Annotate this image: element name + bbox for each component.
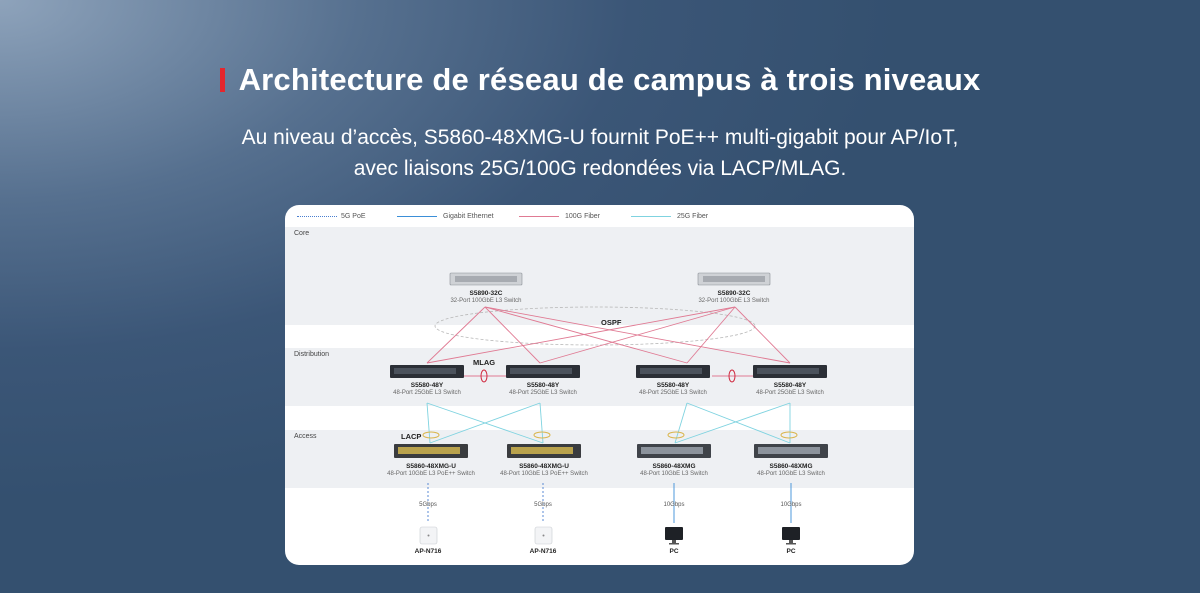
core-band bbox=[285, 227, 914, 325]
topology-svg bbox=[390, 272, 828, 545]
core-distribution-links bbox=[426, 306, 791, 377]
distribution-switch-icon bbox=[753, 365, 827, 378]
legend-label-25g: 25G Fiber bbox=[677, 213, 709, 220]
core-switch-name: S5890-32C bbox=[717, 290, 751, 297]
core-switch-name: S5890-32C bbox=[469, 290, 503, 297]
link-speed-label: 5Gbps bbox=[419, 502, 437, 508]
title-accent-bar bbox=[219, 68, 225, 92]
distribution-switch-desc: 48-Port 25GbE L3 Switch bbox=[509, 390, 577, 396]
lacp-ring-4 bbox=[780, 431, 798, 439]
ospf-label: OSPF bbox=[601, 318, 622, 327]
lacp-label: LACP bbox=[401, 432, 422, 441]
distribution-switch-icon bbox=[636, 365, 710, 378]
link-dist1-acc1 bbox=[426, 402, 431, 444]
access-switch-desc: 48-Port 10GbE L3 Switch bbox=[640, 471, 708, 477]
access-switch-name: S5860-48XMG-U bbox=[406, 463, 456, 470]
distribution-switch-desc: 48-Port 25GbE L3 Switch bbox=[639, 390, 707, 396]
page-title: Architecture de réseau de campus à trois… bbox=[238, 62, 981, 97]
title-wrap: Architecture de réseau de campus à trois… bbox=[219, 62, 981, 98]
core-switch-desc: 32-Port 100GbE L3 Switch bbox=[698, 298, 770, 304]
link-core2-dist4 bbox=[734, 306, 791, 364]
distribution-switch-desc: 48-Port 25GbE L3 Switch bbox=[756, 390, 824, 396]
access-switch-desc: 48-Port 10GbE L3 PoE++ Switch bbox=[387, 471, 475, 477]
access-point-icon bbox=[419, 526, 438, 545]
distribution-switch-name: S5580-48Y bbox=[526, 382, 560, 389]
access-switch-name: S5860-48XMG bbox=[769, 463, 813, 470]
access-switch-desc: 48-Port 10GbE L3 Switch bbox=[757, 471, 825, 477]
legend-line-25g bbox=[631, 216, 671, 217]
link-core1-dist1 bbox=[426, 306, 486, 364]
headline: Architecture de réseau de campus à trois… bbox=[0, 62, 1200, 98]
distribution-switch-name: S5580-48Y bbox=[410, 382, 444, 389]
core-switch-desc: 32-Port 100GbE L3 Switch bbox=[450, 298, 522, 304]
lacp-ring-1 bbox=[422, 431, 440, 439]
mlag-label: MLAG bbox=[473, 358, 496, 367]
monitor-icon bbox=[782, 527, 800, 545]
layer-label-core: Core bbox=[294, 230, 310, 237]
access-switch-desc: 48-Port 10GbE L3 PoE++ Switch bbox=[500, 471, 588, 477]
distribution-switch-icon bbox=[390, 365, 464, 378]
endpoint-name: PC bbox=[669, 548, 679, 555]
access-switch-icon bbox=[637, 444, 711, 458]
link-dist3-acc3 bbox=[674, 402, 688, 444]
distribution-access-links bbox=[426, 402, 791, 444]
core-switch-icon bbox=[449, 272, 523, 286]
access-switch-icon bbox=[507, 444, 581, 458]
lacp-bundles bbox=[422, 431, 798, 439]
lacp-ring-3 bbox=[667, 431, 685, 439]
access-switch-name: S5860-48XMG bbox=[652, 463, 696, 470]
link-core1-dist3 bbox=[484, 306, 688, 364]
legend-label-100g: 100G Fiber bbox=[565, 213, 601, 220]
link-core2-dist3 bbox=[686, 306, 736, 364]
legend-label-5g-poe: 5G PoE bbox=[341, 213, 366, 220]
subtitle-line-1: Au niveau d’accès, S5860-48XMG-U fournit… bbox=[241, 126, 959, 149]
link-speed-label: 10Gbps bbox=[663, 502, 685, 508]
link-core1-dist2 bbox=[484, 306, 541, 364]
lacp-ring-2 bbox=[533, 431, 551, 439]
link-speed-label: 5Gbps bbox=[534, 502, 552, 508]
access-switch-icon bbox=[394, 444, 468, 458]
endpoint-name: AP-N716 bbox=[414, 548, 442, 555]
link-core2-dist1 bbox=[426, 306, 736, 364]
link-dist3-acc4 bbox=[686, 402, 791, 444]
mlag-loop-left bbox=[480, 369, 488, 383]
endpoint-name: PC bbox=[786, 548, 796, 555]
legend-line-gigabit bbox=[397, 216, 437, 217]
link-dist2-acc2 bbox=[539, 402, 544, 444]
link-core2-dist2 bbox=[539, 306, 736, 364]
access-switch-icon bbox=[754, 444, 828, 458]
network-diagram-card: Core Distribution Access 5G PoE Gigabit … bbox=[285, 205, 914, 565]
endpoint-name: AP-N716 bbox=[529, 548, 557, 555]
access-band bbox=[285, 430, 914, 488]
distribution-switch-desc: 48-Port 25GbE L3 Switch bbox=[393, 390, 461, 396]
link-dist2-acc1 bbox=[429, 402, 541, 444]
access-endpoint-links bbox=[427, 483, 792, 523]
legend-line-5g-poe bbox=[297, 216, 337, 217]
ospf-ellipse bbox=[434, 306, 756, 346]
layer-label-distribution: Distribution bbox=[294, 351, 330, 358]
legend-line-100g bbox=[519, 216, 559, 217]
core-switch-icon bbox=[697, 272, 771, 286]
link-dist4-acc3 bbox=[674, 402, 791, 444]
layer-label-access: Access bbox=[294, 433, 317, 440]
distribution-switch-icon bbox=[506, 365, 580, 378]
legend-label-gigabit: Gigabit Ethernet bbox=[443, 213, 494, 220]
subtitle-line-2: avec liaisons 25G/100G redondées via LAC… bbox=[353, 157, 847, 180]
access-point-icon bbox=[534, 526, 553, 545]
distribution-switch-name: S5580-48Y bbox=[656, 382, 690, 389]
access-switch-name: S5860-48XMG-U bbox=[519, 463, 569, 470]
distribution-switch-name: S5580-48Y bbox=[773, 382, 807, 389]
monitor-icon bbox=[665, 527, 683, 545]
mlag-loop-right bbox=[728, 369, 736, 383]
link-speed-label: 10Gbps bbox=[780, 502, 802, 508]
